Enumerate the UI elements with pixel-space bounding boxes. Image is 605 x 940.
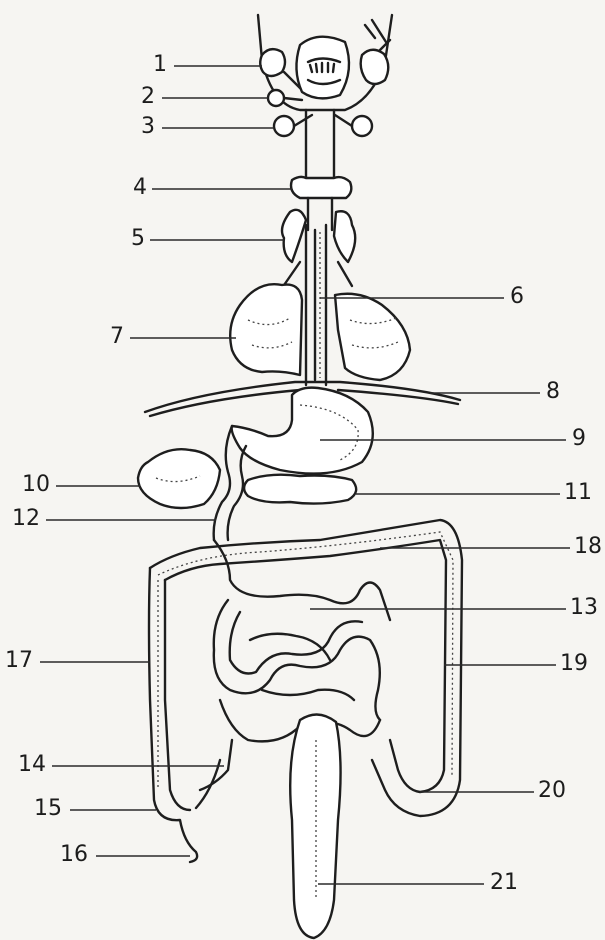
rectum [290,714,340,938]
label-11: 11 [564,482,592,504]
label-13: 13 [570,597,598,619]
label-21: 21 [490,872,518,894]
liver [138,449,220,508]
label-6: 6 [510,286,524,308]
label-3: 3 [141,116,155,138]
label-18: 18 [574,536,602,558]
label-14: 14 [18,754,46,776]
label-20: 20 [538,780,566,802]
label-9: 9 [572,428,586,450]
appendix [196,760,220,808]
trachea-bronchi [282,210,355,288]
stomach [232,388,373,474]
label-17: 17 [5,650,33,672]
label-12: 12 [12,508,40,530]
label-1: 1 [153,54,167,76]
label-15: 15 [34,798,62,820]
pancreas [244,475,356,504]
label-7: 7 [110,326,124,348]
label-16: 16 [60,844,88,866]
label-10: 10 [22,474,50,496]
label-19: 19 [560,653,588,675]
label-4: 4 [133,177,147,199]
label-2: 2 [141,86,155,108]
label-5: 5 [131,228,145,250]
label-8: 8 [546,381,560,403]
